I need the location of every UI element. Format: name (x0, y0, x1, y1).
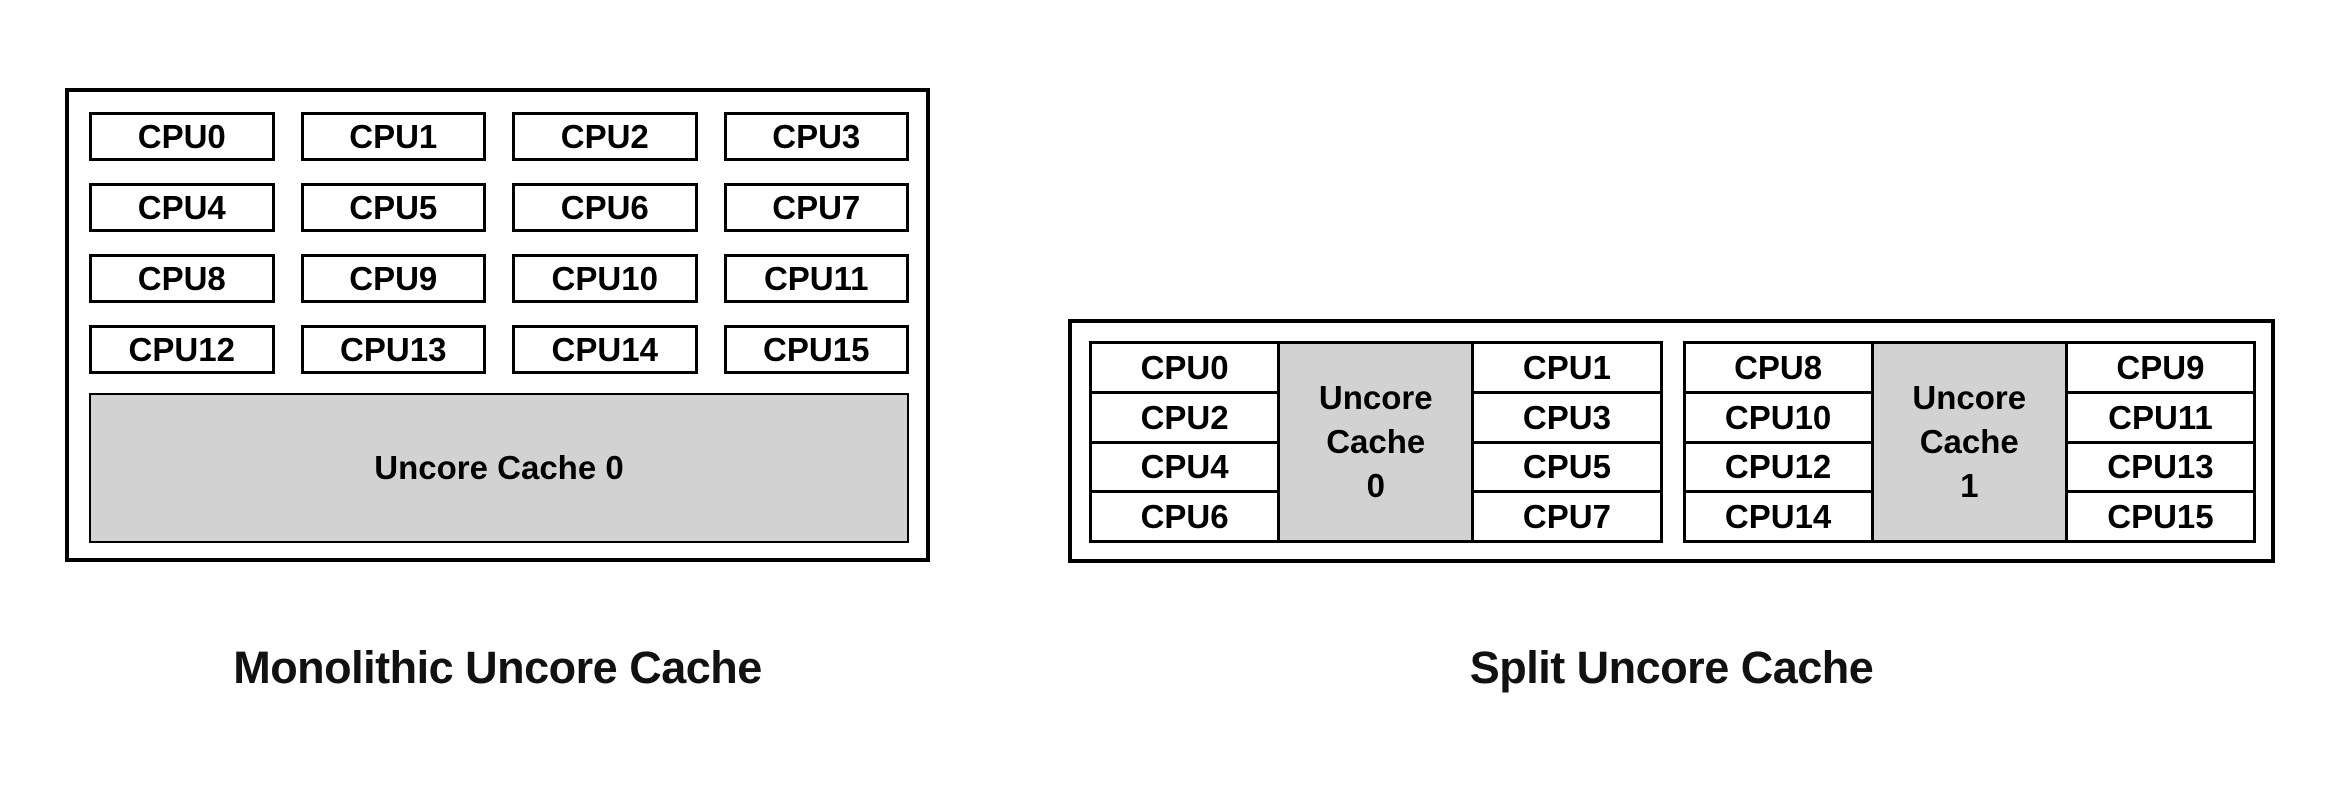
cache-label-line: 1 (1960, 467, 1979, 504)
cpu-cell: CPU5 (1471, 440, 1663, 494)
split-group-0: CPU0 CPU2 CPU4 CPU6 Uncore Cache 0 CPU1 … (1089, 341, 1663, 543)
cpu-cell: CPU11 (2064, 390, 2257, 444)
split-uncore-diagram: CPU0 CPU2 CPU4 CPU6 Uncore Cache 0 CPU1 … (1068, 319, 2275, 563)
cpu-box: CPU9 (300, 254, 486, 303)
cpu-box: CPU1 (300, 112, 486, 161)
cpu-box: CPU2 (512, 112, 698, 161)
cpu-box: CPU7 (723, 183, 909, 232)
cpu-box: CPU4 (89, 183, 275, 232)
split-group-0-right-column: CPU1 CPU3 CPU5 CPU7 (1471, 341, 1663, 543)
cpu-box: CPU12 (89, 325, 275, 374)
cpu-box: CPU14 (512, 325, 698, 374)
cpu-box: CPU6 (512, 183, 698, 232)
cpu-cell: CPU12 (1682, 440, 1874, 494)
caption-split: Split Uncore Cache (1469, 642, 1874, 693)
cpu-cell: CPU14 (1682, 490, 1874, 543)
cpu-cell: CPU1 (1471, 341, 1663, 394)
cache-label-line: Cache (1326, 423, 1426, 460)
uncore-cache-0-split-box: Uncore Cache 0 (1277, 341, 1475, 543)
cpu-cell: CPU8 (1682, 341, 1874, 394)
cache-label-line: Cache (1919, 423, 2019, 460)
split-group-1-right-column: CPU9 CPU11 CPU13 CPU15 (2064, 341, 2257, 543)
split-group-1: CPU8 CPU10 CPU12 CPU14 Uncore Cache 1 CP… (1682, 341, 2257, 543)
split-group-1-left-column: CPU8 CPU10 CPU12 CPU14 (1682, 341, 1874, 543)
cpu-cell: CPU13 (2064, 440, 2257, 494)
cpu-box: CPU0 (89, 112, 275, 161)
cpu-box: CPU3 (723, 112, 909, 161)
uncore-cache-1-split-box: Uncore Cache 1 (1870, 341, 2068, 543)
monolithic-uncore-diagram: CPU0 CPU1 CPU2 CPU3 CPU4 CPU5 CPU6 CPU7 … (65, 88, 930, 562)
cache-label-line: Uncore (1318, 379, 1433, 416)
cache-label-line: Uncore (1912, 379, 2027, 416)
cpu-box: CPU8 (89, 254, 275, 303)
cpu-cell: CPU7 (1471, 490, 1663, 543)
cpu-cell: CPU6 (1089, 490, 1281, 543)
cpu-cell: CPU9 (2064, 341, 2257, 394)
cpu-grid: CPU0 CPU1 CPU2 CPU3 CPU4 CPU5 CPU6 CPU7 … (89, 112, 909, 374)
cache-label-line: 0 (1366, 467, 1385, 504)
cpu-cell: CPU3 (1471, 390, 1663, 444)
caption-monolithic: Monolithic Uncore Cache (233, 642, 762, 693)
cpu-cell: CPU4 (1089, 440, 1281, 494)
cpu-box: CPU13 (300, 325, 486, 374)
cpu-cell: CPU10 (1682, 390, 1874, 444)
cpu-box: CPU10 (512, 254, 698, 303)
cpu-box: CPU11 (723, 254, 909, 303)
cpu-box: CPU5 (300, 183, 486, 232)
uncore-cache-0-box: Uncore Cache 0 (89, 393, 909, 543)
cpu-cell: CPU2 (1089, 390, 1281, 444)
cpu-cell: CPU0 (1089, 341, 1281, 394)
split-group-0-left-column: CPU0 CPU2 CPU4 CPU6 (1089, 341, 1281, 543)
cpu-box: CPU15 (723, 325, 909, 374)
cpu-cell: CPU15 (2064, 490, 2257, 543)
